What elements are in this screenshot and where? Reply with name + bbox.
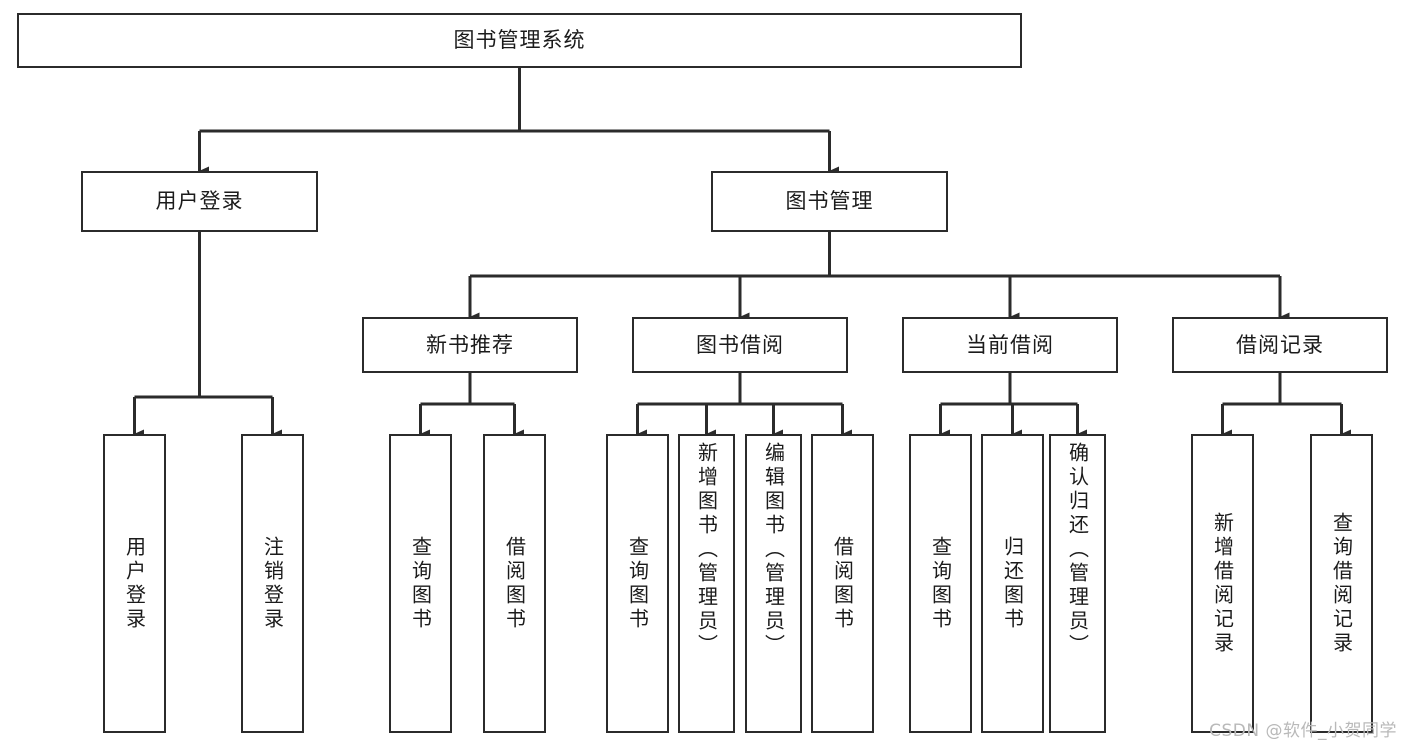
node-leaf-query-book-2[interactable]: 查询图书 (606, 434, 669, 733)
node-user-login[interactable]: 用户登录 (81, 171, 318, 232)
node-label: 新书推荐 (426, 332, 514, 357)
node-leaf-query-book-1[interactable]: 查询图书 (389, 434, 452, 733)
node-leaf-add-book-admin[interactable]: 新增图书（管理员） (678, 434, 735, 733)
node-borrow-record[interactable]: 借阅记录 (1172, 317, 1388, 373)
node-label: 当前借阅 (966, 332, 1054, 357)
node-leaf-confirm-return-admin[interactable]: 确认归还（管理员） (1049, 434, 1106, 733)
node-label: 用户登录 (155, 189, 244, 214)
node-leaf-query-book-3[interactable]: 查询图书 (909, 434, 972, 733)
node-label: 图书借阅 (696, 332, 784, 357)
node-label: 图书管理 (785, 189, 874, 214)
node-leaf-logout[interactable]: 注销登录 (241, 434, 304, 733)
node-label: 编辑图书（管理员） (761, 442, 786, 658)
node-label: 查询借阅记录 (1329, 511, 1354, 656)
node-leaf-add-borrow-record[interactable]: 新增借阅记录 (1191, 434, 1254, 733)
node-label: 归还图书 (1000, 535, 1025, 632)
node-label: 新增借阅记录 (1210, 511, 1235, 656)
node-leaf-borrow-book-2[interactable]: 借阅图书 (811, 434, 874, 733)
node-label: 图书管理系统 (453, 28, 586, 53)
node-label: 查询图书 (625, 535, 650, 632)
node-current-borrow[interactable]: 当前借阅 (902, 317, 1118, 373)
node-label: 注销登录 (260, 535, 285, 632)
node-label: 新增图书（管理员） (694, 442, 719, 658)
node-leaf-return-book[interactable]: 归还图书 (981, 434, 1044, 733)
node-root[interactable]: 图书管理系统 (17, 13, 1022, 68)
node-label: 用户登录 (122, 535, 147, 632)
node-label: 借阅记录 (1236, 332, 1324, 357)
node-leaf-user-login[interactable]: 用户登录 (103, 434, 166, 733)
node-label: 借阅图书 (830, 535, 855, 632)
node-label: 查询图书 (928, 535, 953, 632)
node-book-borrow[interactable]: 图书借阅 (632, 317, 848, 373)
node-leaf-query-borrow-record[interactable]: 查询借阅记录 (1310, 434, 1373, 733)
node-label: 借阅图书 (502, 535, 527, 632)
node-new-book-recommend[interactable]: 新书推荐 (362, 317, 578, 373)
watermark-text: CSDN @软件_小贺同学 (1209, 721, 1397, 741)
node-label: 确认归还（管理员） (1065, 442, 1090, 658)
node-label: 查询图书 (408, 535, 433, 632)
node-leaf-edit-book-admin[interactable]: 编辑图书（管理员） (745, 434, 802, 733)
node-leaf-borrow-book-1[interactable]: 借阅图书 (483, 434, 546, 733)
edge-layer (133, 68, 1351, 439)
node-book-manage[interactable]: 图书管理 (711, 171, 948, 232)
